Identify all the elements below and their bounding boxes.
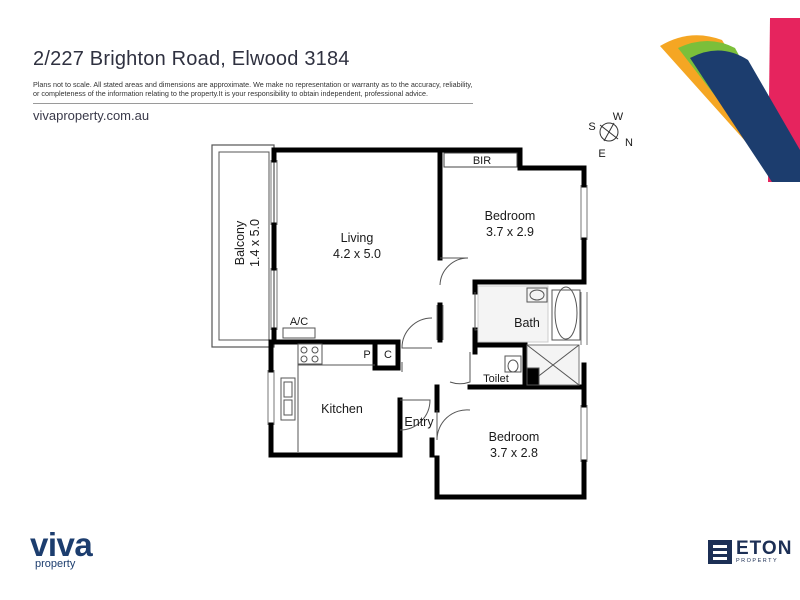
bedroom1-dims: 3.7 x 2.9 (486, 225, 534, 239)
kitchen-fixtures (280, 327, 375, 452)
page-title: 2/227 Brighton Road, Elwood 3184 (33, 48, 350, 70)
toilet-label: Toilet (483, 373, 509, 385)
viva-logo-word: viva (30, 526, 93, 563)
balcony-dims: 1.4 x 5.0 (248, 219, 262, 267)
ac-label: A/C (290, 316, 308, 328)
bath-fixtures (477, 285, 581, 386)
compass-s: S (588, 121, 595, 133)
website-link[interactable]: vivaproperty.com.au (33, 108, 150, 123)
bir-label: BIR (473, 155, 491, 167)
entry-label: Entry (404, 415, 434, 429)
bedroom2-dims: 3.7 x 2.8 (490, 446, 538, 460)
compass-e: E (598, 148, 605, 160)
header-divider (33, 103, 473, 104)
door-swings (399, 257, 501, 441)
viva-logo: viva property (30, 526, 93, 570)
compass-w: W (613, 111, 624, 123)
cupboard-label: C (384, 349, 392, 361)
pantry-label: P (363, 349, 370, 361)
compass-icon: W S N E (588, 111, 633, 160)
balcony-label-group: Balcony 1.4 x 5.0 (233, 219, 262, 267)
disclaimer-text: Plans not to scale. All stated areas and… (33, 80, 473, 98)
balcony-inner-outline (218, 151, 270, 341)
viva-logo-sub: property (35, 558, 76, 570)
balcony-label: Balcony (233, 220, 247, 265)
bedroom1-label: Bedroom (485, 209, 536, 223)
bedroom2-label: Bedroom (489, 430, 540, 444)
eton-logo-sub: PROPERTY (736, 558, 779, 564)
compass-n: N (625, 137, 633, 149)
living-label: Living (341, 231, 374, 245)
windows (267, 160, 588, 462)
living-dims: 4.2 x 5.0 (333, 247, 381, 261)
bath-label: Bath (514, 316, 540, 330)
bir-robe (443, 152, 518, 168)
eton-logo-mark (708, 540, 732, 564)
walls (268, 147, 587, 500)
eton-logo-word: ETON (736, 538, 793, 559)
brand-swoosh-graphic (660, 18, 800, 183)
kitchen-label: Kitchen (321, 402, 363, 416)
